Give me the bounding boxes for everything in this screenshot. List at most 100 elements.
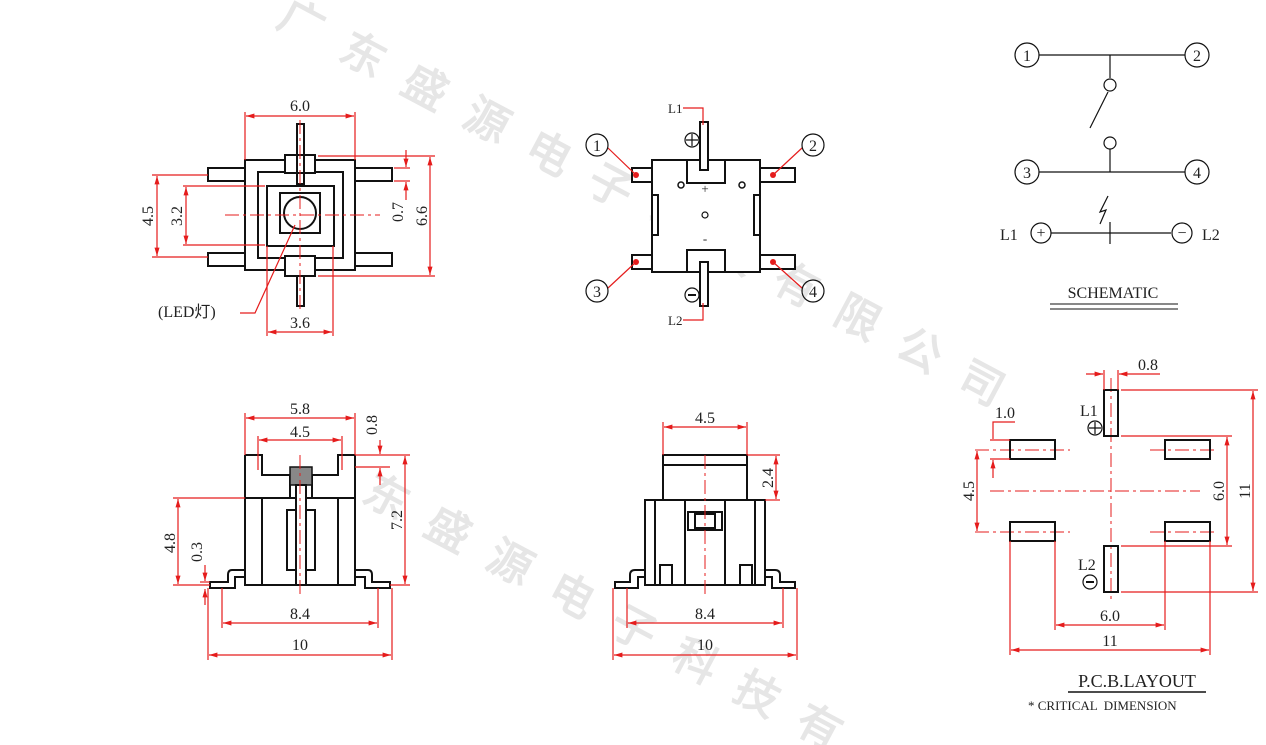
dimension-label: 7.2 [389, 510, 406, 530]
outline-path [355, 569, 391, 589]
dimension-label: 3.2 [169, 206, 186, 226]
outline-circle [1087, 420, 1103, 436]
dimension-label: 4.5 [140, 206, 157, 226]
outline-circle [684, 132, 700, 148]
led-label: (LED灯) [158, 303, 216, 321]
outline-rect [753, 194, 761, 236]
outline-polyline [311, 454, 355, 498]
pcb-pad-l1 [1103, 389, 1119, 437]
schematic-title: SCHEMATIC [1068, 285, 1159, 302]
dimension-label: L2 [1078, 557, 1096, 574]
dimension-line [607, 147, 637, 176]
outline-circle [1184, 159, 1210, 185]
outline-circle [1014, 42, 1040, 68]
outline-rect [295, 484, 307, 586]
dimension-label: 2 [1193, 48, 1201, 65]
outline-polyline [686, 160, 726, 184]
dimension-label: L1 [1080, 403, 1098, 420]
outline-circle [1171, 222, 1193, 244]
right-side-view: 4.5 2.4 8.4 10 [612, 410, 798, 660]
dimension-label: 6.0 [1100, 608, 1120, 625]
pin-1-marker: 1 [585, 133, 609, 157]
plus-icon [684, 132, 700, 148]
dimension-line [240, 224, 296, 314]
dimension-label: 4.5 [695, 410, 715, 427]
dimension-label: 0.8 [1138, 357, 1158, 374]
dimension-line [772, 261, 803, 289]
minus-icon [1082, 574, 1098, 590]
outline-rect [351, 252, 393, 267]
dimension-label: L2 [668, 313, 682, 328]
dimension-line [992, 421, 1015, 439]
outline-circle [585, 279, 609, 303]
dimension-label: 8.4 [695, 606, 715, 623]
schematic-pin-2: 2 [1184, 42, 1210, 68]
dimension-label: 2 [809, 138, 817, 155]
dimension-label: 0.7 [390, 202, 407, 222]
outline-rect [207, 167, 249, 182]
outline-path [1089, 422, 1101, 434]
dimension-label: 11 [1102, 633, 1117, 650]
outline-path [765, 569, 796, 589]
pcb-pad [1009, 439, 1056, 460]
outline-rect [757, 254, 796, 270]
outline-circle [701, 211, 709, 219]
outline-polyline [686, 249, 726, 272]
dimension-label: 3 [593, 284, 601, 301]
dimension-line [683, 303, 704, 321]
minus-icon [684, 287, 700, 303]
dimension-label: 6.6 [414, 206, 431, 226]
pcb-pad [1164, 439, 1211, 460]
dimension-label: 0.8 [364, 415, 381, 435]
front-side-view: 5.8 4.5 0.8 7.2 4.8 0.3 8.4 10 [162, 401, 410, 660]
outline-path [614, 569, 645, 589]
dimension-label: - [703, 231, 707, 246]
outline-circle [1103, 136, 1117, 150]
dimension-label: L2 [1202, 227, 1220, 244]
dimension-line [607, 261, 637, 289]
dimension-label: 0.3 [189, 542, 206, 562]
led-lens [289, 466, 313, 486]
outline-rect [699, 261, 709, 307]
outline-line [1089, 91, 1109, 129]
outline-circle [684, 287, 700, 303]
dimension-label: L1 [1000, 227, 1018, 244]
outline-rect [757, 167, 796, 183]
outline-circle [1184, 42, 1210, 68]
dimension-label: 8.4 [290, 606, 310, 623]
dimension-label: 1 [1023, 48, 1031, 65]
dimension-label: 4.8 [162, 533, 179, 553]
schematic-pin-3: 3 [1014, 159, 1040, 185]
dimension-label: + [701, 181, 708, 196]
outline-circle [1103, 78, 1117, 92]
led-light-icon [1098, 195, 1109, 225]
dimension-label: 3.6 [290, 315, 310, 332]
dimension-label: 10 [292, 637, 308, 654]
pin-2-marker: 2 [801, 133, 825, 157]
pcb-layout: 0.8 1.0 L1 L2 4.5 6.0 11 6.0 11 P.C.B.LA… [961, 357, 1258, 713]
pcb-pad [1164, 521, 1211, 542]
dimension-label: 1 [593, 138, 601, 155]
dimension-line [683, 107, 704, 125]
dimension-label: − [1177, 225, 1186, 242]
pin-3-marker: 3 [585, 279, 609, 303]
schematic-pin-1: 1 [1014, 42, 1040, 68]
dimension-label: 2.4 [760, 468, 777, 488]
outline-circle [1014, 159, 1040, 185]
dimension-label: 4.5 [290, 424, 310, 441]
outline-rect [659, 564, 673, 586]
outline-circle [801, 279, 825, 303]
dimension-label: 10 [697, 637, 713, 654]
outline-rect [351, 167, 393, 182]
dimension-label: L1 [668, 101, 682, 116]
outline-circle [801, 133, 825, 157]
schematic: 1 2 3 4 L1 + − L2 SCHEMATIC [1000, 42, 1220, 310]
outline-circle [738, 181, 746, 189]
watermark: 广东盛源电子科技有限公司 东盛源电子科技有 [270, 0, 1036, 745]
outline-rect [739, 564, 753, 586]
outline-path [209, 569, 245, 589]
dimension-label: 4.5 [961, 481, 978, 501]
top-view: 6.0 3.6 4.5 3.2 6.6 0.7 (LED灯) [140, 98, 435, 336]
